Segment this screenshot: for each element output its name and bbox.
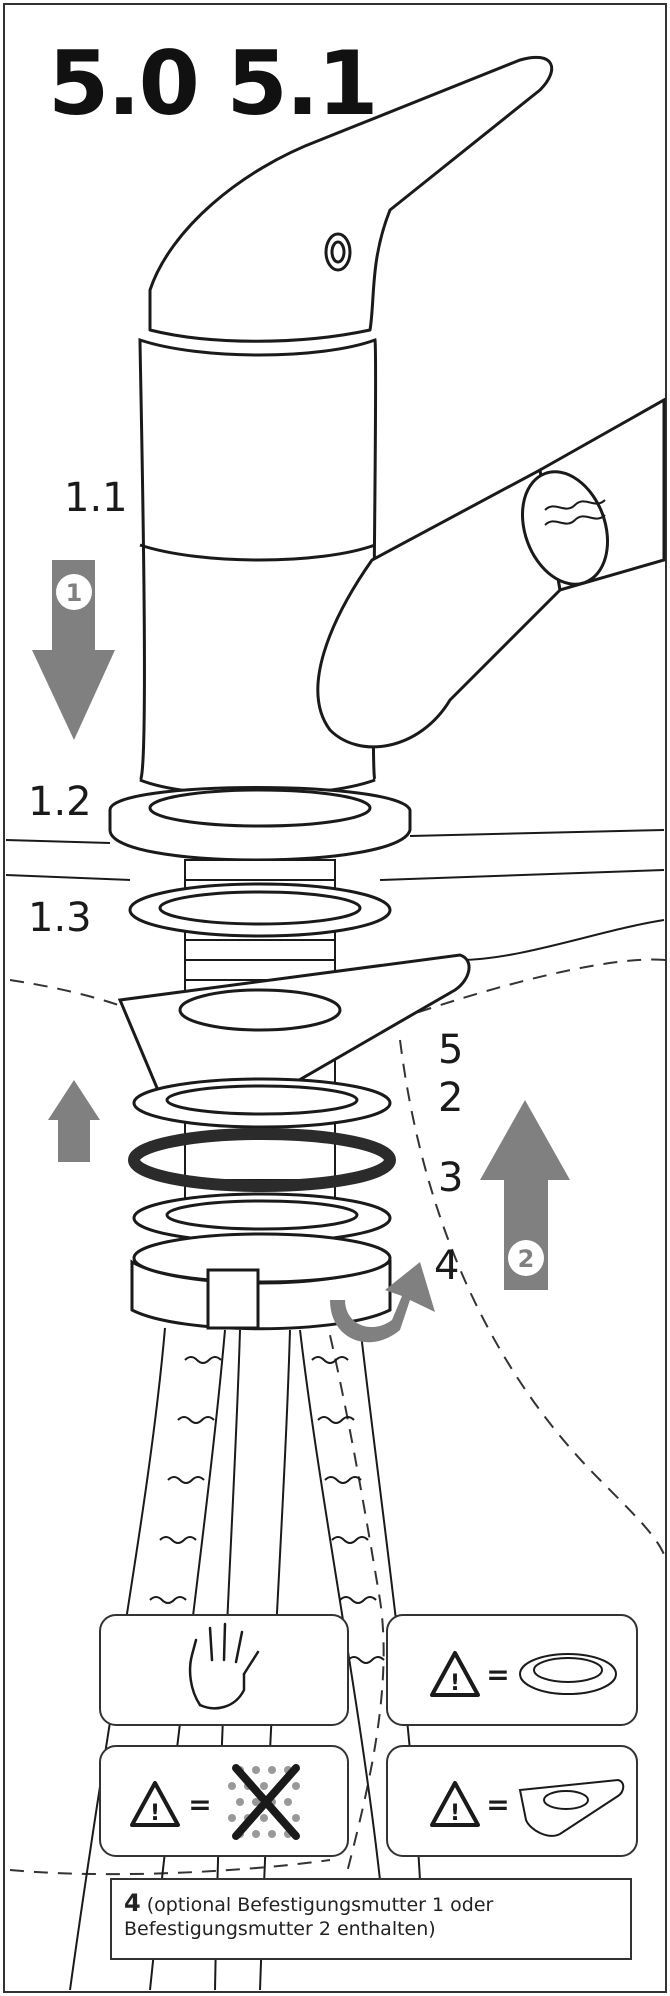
faucet-spout bbox=[316, 397, 666, 749]
svg-text:=: = bbox=[486, 1788, 509, 1821]
countertop bbox=[5, 829, 665, 961]
warning-icon: ! bbox=[130, 1781, 180, 1827]
page-title: 5.0 5.1 bbox=[48, 32, 378, 135]
faucet-lever bbox=[148, 55, 554, 343]
label-3: 3 bbox=[438, 1155, 464, 1201]
rubber-seal bbox=[128, 1128, 396, 1192]
flat-ring bbox=[128, 882, 392, 938]
arrow-down-step1 bbox=[32, 560, 115, 740]
footnote-text: (optional Befestigungsmutter 1 oder Befe… bbox=[124, 1894, 494, 1940]
hand-icon bbox=[188, 1622, 260, 1710]
fastening-nut bbox=[130, 1232, 392, 1331]
legend-no-drip-box: ! = bbox=[99, 1745, 349, 1857]
label-2: 2 bbox=[438, 1075, 464, 1121]
label-1-2: 1.2 bbox=[28, 779, 92, 825]
svg-text:=: = bbox=[486, 1658, 509, 1691]
arrow-up-small bbox=[48, 1080, 100, 1162]
label-1-3: 1.3 bbox=[28, 895, 92, 941]
legend-hand-box bbox=[99, 1614, 349, 1726]
svg-text:2: 2 bbox=[518, 1245, 535, 1273]
arrow-up-step2 bbox=[480, 1100, 570, 1290]
footnote-number: 4 bbox=[124, 1889, 141, 1917]
svg-text:!: ! bbox=[450, 1671, 460, 1696]
label-4: 4 bbox=[434, 1243, 460, 1289]
svg-text:=: = bbox=[188, 1788, 211, 1821]
svg-text:!: ! bbox=[450, 1801, 460, 1826]
label-5: 5 bbox=[438, 1027, 464, 1073]
washer-2 bbox=[132, 1077, 392, 1129]
washer-4 bbox=[132, 1192, 392, 1244]
ring-icon bbox=[519, 1653, 617, 1695]
footnote: 4 (optional Befestigungsmutter 1 oder Be… bbox=[110, 1878, 632, 1960]
legend-horseshoe-box: ! = bbox=[386, 1745, 638, 1857]
rotate-arrow-icon bbox=[330, 1262, 435, 1343]
base-flange bbox=[108, 786, 412, 862]
label-1-1: 1.1 bbox=[64, 475, 128, 521]
outer-frame bbox=[3, 3, 667, 1993]
step-2-marker: 2 bbox=[508, 1240, 544, 1276]
no-drip-icon bbox=[228, 1764, 300, 1840]
svg-text:!: ! bbox=[150, 1801, 160, 1826]
svg-text:1: 1 bbox=[66, 579, 83, 607]
step-1-marker: 1 bbox=[56, 574, 92, 610]
legend-ring-box: ! = bbox=[386, 1614, 638, 1726]
horseshoe-washer-icon bbox=[518, 1778, 625, 1837]
warning-icon: ! bbox=[430, 1781, 480, 1827]
warning-icon: ! bbox=[430, 1651, 480, 1697]
